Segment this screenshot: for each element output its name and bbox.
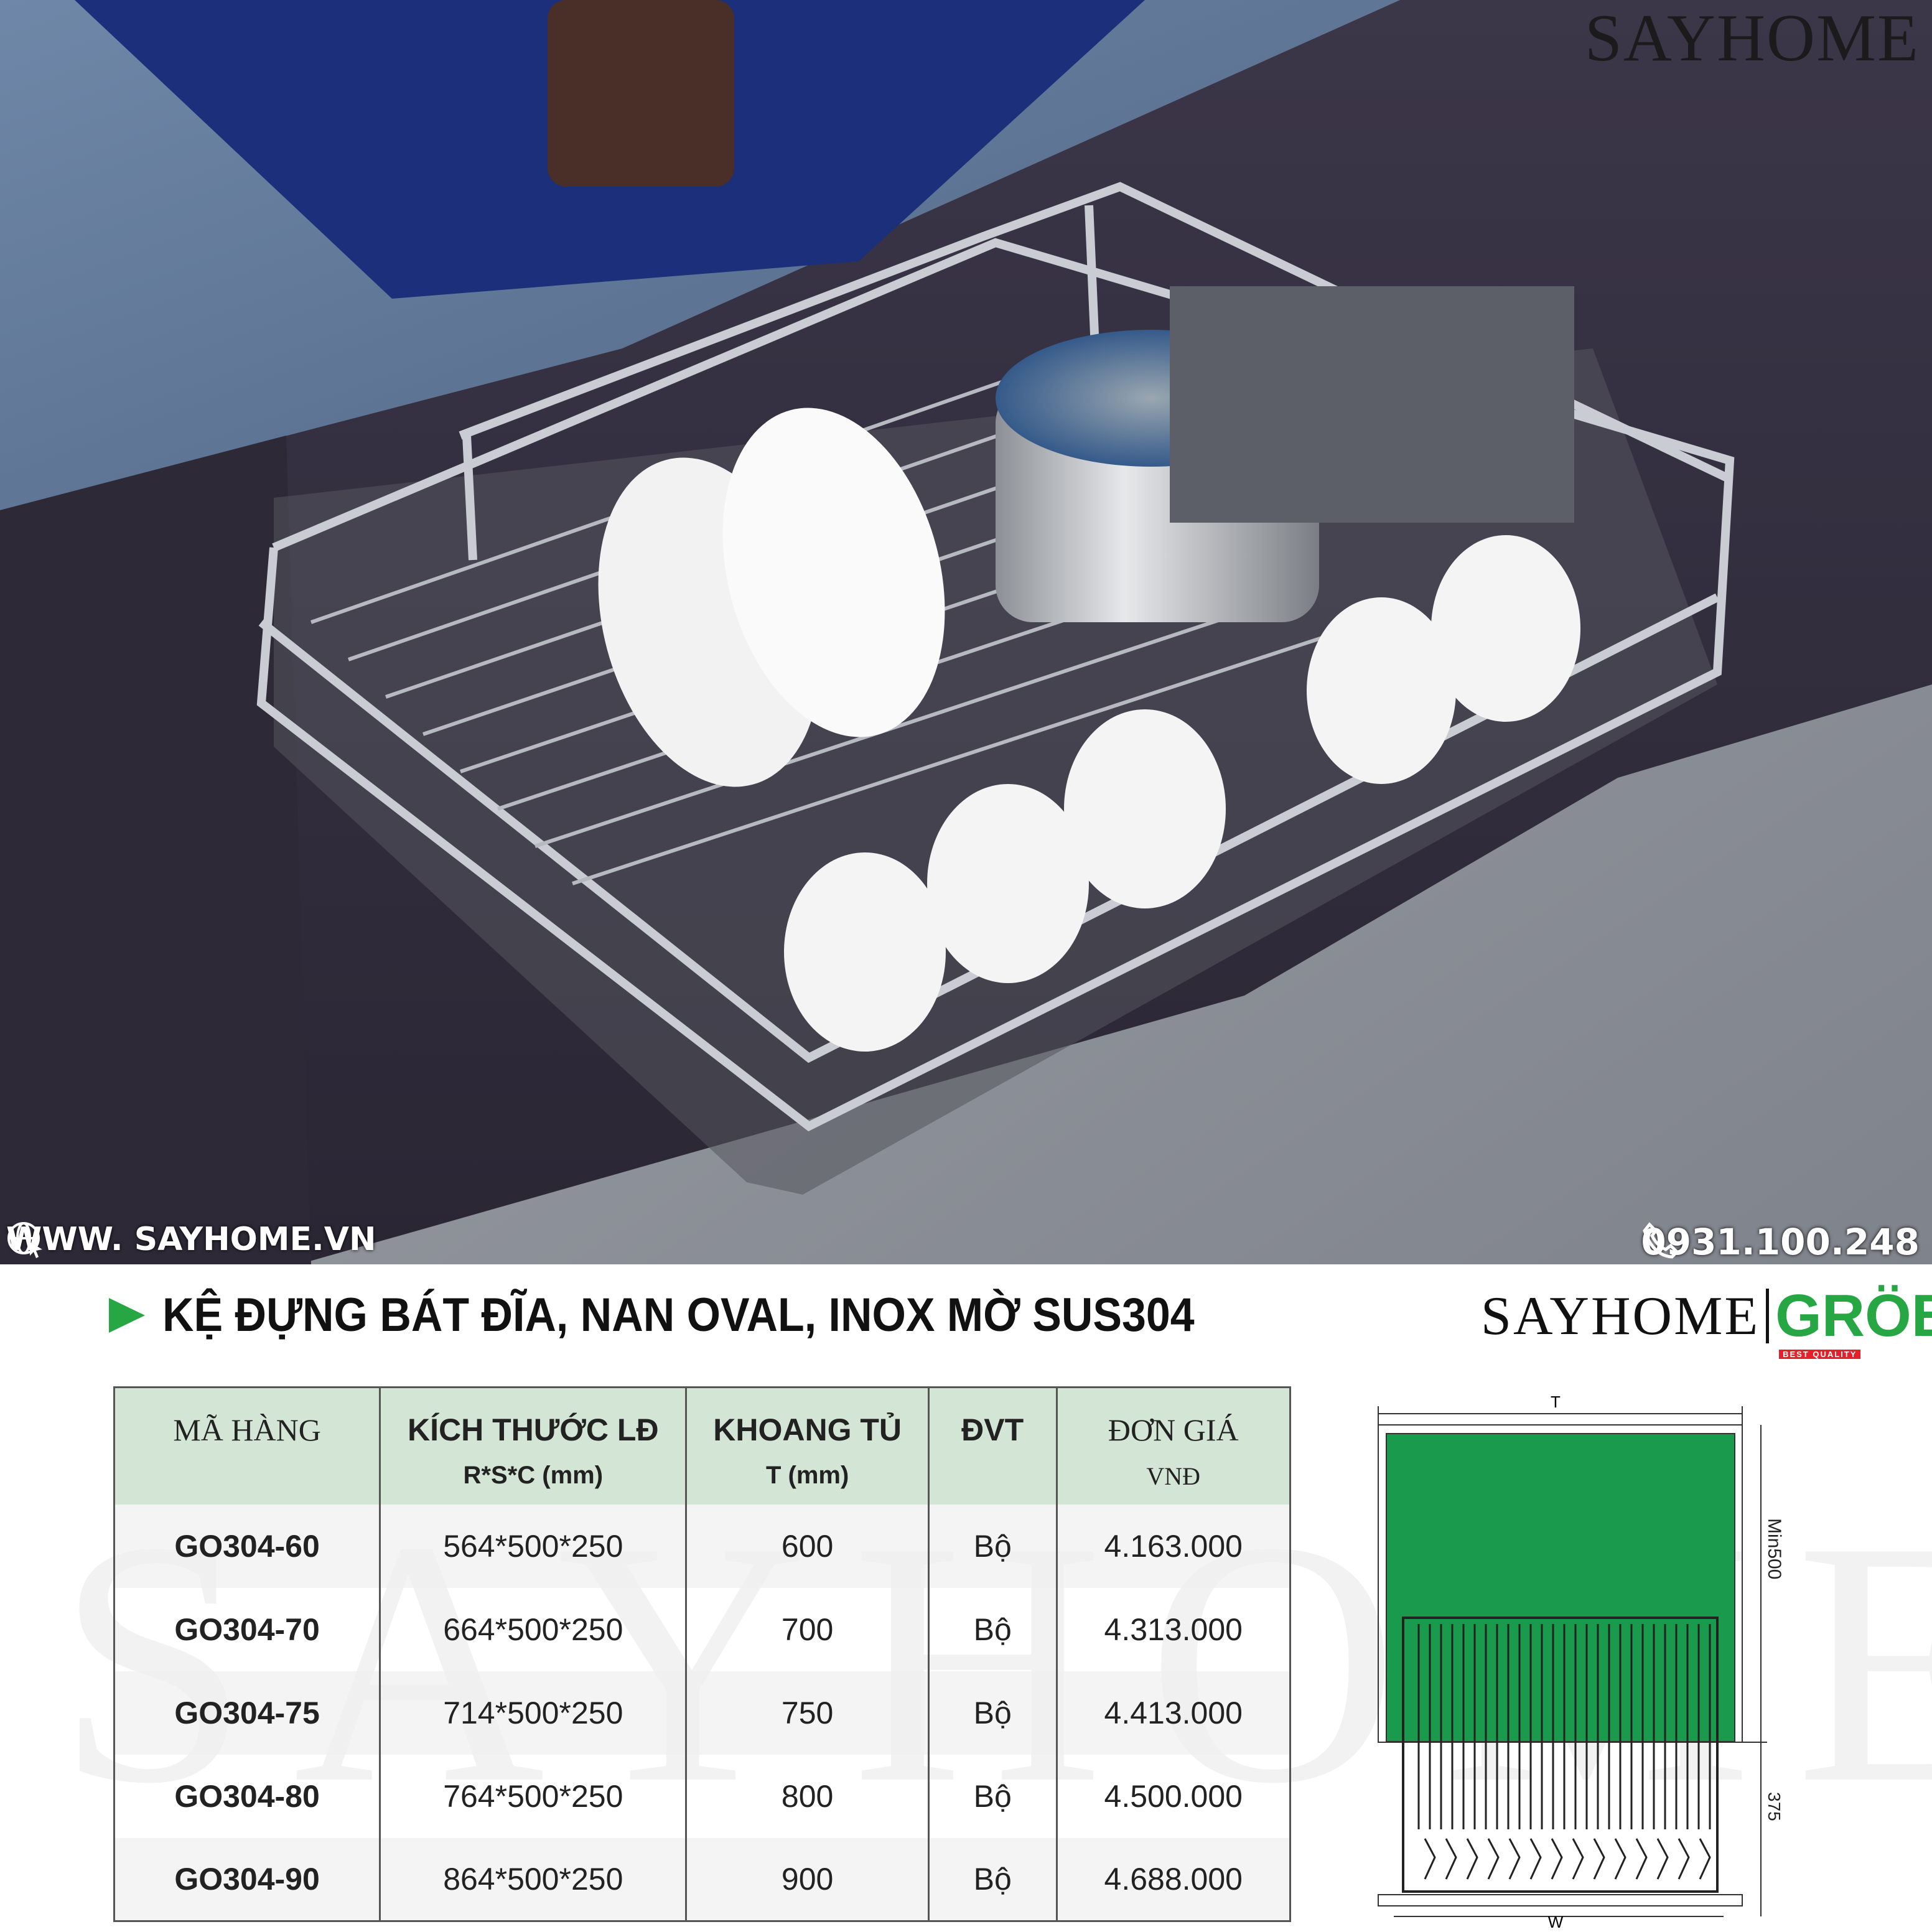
product-title: KỆ ĐỰNG BÁT ĐĨA, NAN OVAL, INOX MỜ SUS30… bbox=[109, 1288, 1284, 1342]
cell-cabinet-width: 700 bbox=[685, 1587, 930, 1671]
header-unit: ĐVT bbox=[927, 1387, 1058, 1505]
cell-cabinet-width: 750 bbox=[685, 1671, 930, 1755]
cell-dimensions: 714*500*250 bbox=[379, 1671, 688, 1755]
website-text: WWW. SAYHOME.VN bbox=[6, 1221, 376, 1258]
grob-logo: GRÖBBEST QUALITY bbox=[1775, 1282, 1932, 1359]
cell-product-code: GO304-70 bbox=[113, 1587, 381, 1671]
phone-text: 0931.100.248 bbox=[1641, 1221, 1920, 1263]
cell-cabinet-width: 900 bbox=[685, 1837, 930, 1921]
label-t: T bbox=[1551, 1393, 1561, 1411]
product-title-text: KỆ ĐỰNG BÁT ĐĨA, NAN OVAL, INOX MỜ SUS30… bbox=[162, 1289, 1195, 1342]
cell-dimensions: 764*500*250 bbox=[379, 1754, 688, 1838]
label-min500: Min500 bbox=[1764, 1518, 1785, 1579]
cell-cabinet-width: 800 bbox=[685, 1754, 930, 1838]
cell-price: 4.688.000 bbox=[1055, 1837, 1291, 1921]
header-product-code: MÃ HÀNG bbox=[113, 1387, 381, 1505]
globe-cursor-icon bbox=[7, 1222, 42, 1258]
cell-dimensions: 564*500*250 bbox=[379, 1504, 688, 1588]
phone-icon bbox=[1643, 1222, 1679, 1259]
sayhome-logo: SAYHOME bbox=[1481, 1286, 1760, 1346]
cell-product-code: GO304-90 bbox=[113, 1837, 381, 1921]
cell-product-code: GO304-60 bbox=[113, 1504, 381, 1588]
cell-dimensions: 664*500*250 bbox=[379, 1587, 688, 1671]
cell-unit: Bộ bbox=[927, 1754, 1058, 1838]
cell-price: 4.313.000 bbox=[1055, 1587, 1291, 1671]
bullet-arrow-icon bbox=[109, 1297, 145, 1333]
label-w: W bbox=[1548, 1913, 1564, 1931]
cell-unit: Bộ bbox=[927, 1504, 1058, 1588]
kitchen-basket-illustration bbox=[0, 0, 1932, 1264]
cabinet-area bbox=[1386, 1433, 1735, 1742]
cell-price: 4.500.000 bbox=[1055, 1754, 1291, 1838]
cell-dimensions: 864*500*250 bbox=[379, 1837, 688, 1921]
cell-price: 4.413.000 bbox=[1055, 1671, 1291, 1755]
cell-product-code: GO304-80 bbox=[113, 1754, 381, 1838]
product-photo: SAYHOME WWW. SAYHOME.VN 0931.100.248 bbox=[0, 0, 1932, 1264]
sayhome-watermark-logo: SAYHOME bbox=[1584, 1, 1920, 75]
cell-price: 4.163.000 bbox=[1055, 1504, 1291, 1588]
website-link[interactable]: WWW. SAYHOME.VN bbox=[6, 1221, 376, 1258]
phone-number[interactable]: 0931.100.248 bbox=[1641, 1221, 1920, 1263]
grob-tagline: BEST QUALITY bbox=[1779, 1350, 1861, 1359]
cell-unit: Bộ bbox=[927, 1837, 1058, 1921]
cell-unit: Bộ bbox=[927, 1587, 1058, 1671]
brand-logo: SAYHOME GRÖBBEST QUALITY bbox=[1481, 1282, 1932, 1359]
cell-cabinet-width: 600 bbox=[685, 1504, 930, 1588]
dimension-diagram: T W Min500 375 bbox=[1378, 1393, 1785, 1931]
label-375: 375 bbox=[1765, 1792, 1784, 1821]
cell-unit: Bộ bbox=[927, 1671, 1058, 1755]
cell-product-code: GO304-75 bbox=[113, 1671, 381, 1755]
logo-divider bbox=[1766, 1289, 1770, 1343]
